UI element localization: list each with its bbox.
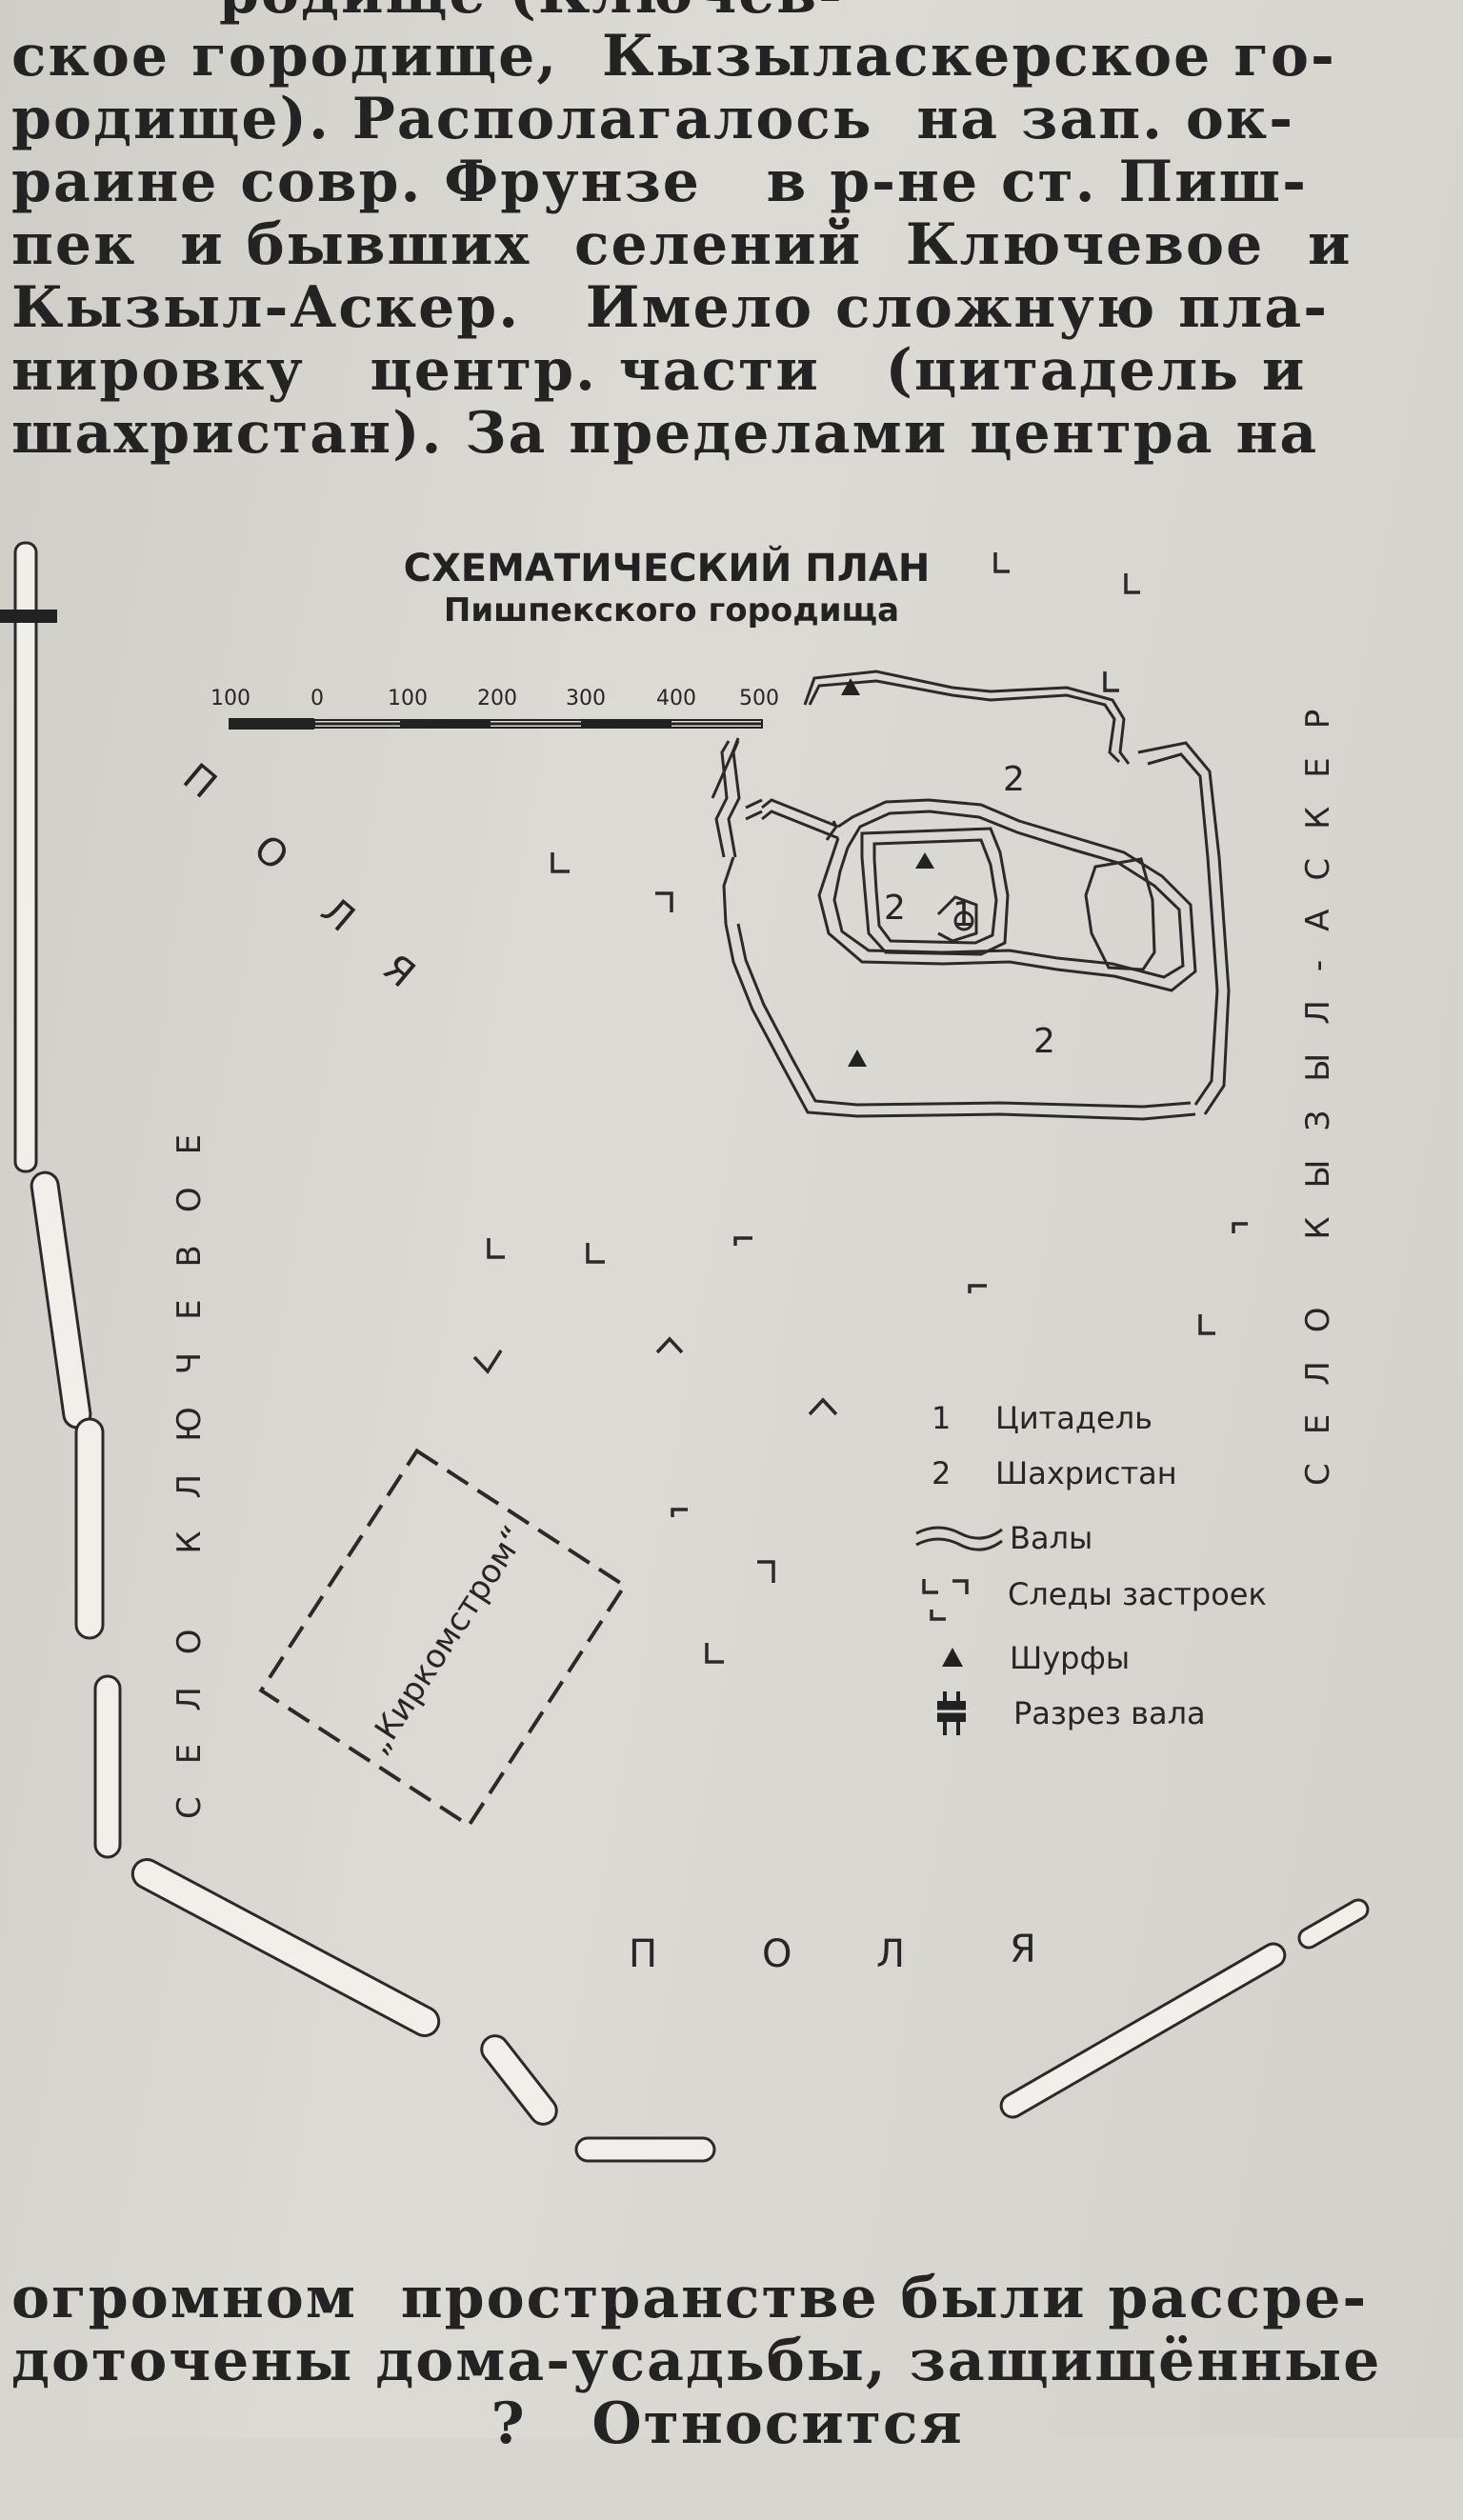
fields-letter: О (246, 827, 297, 879)
fields-letter: П (174, 755, 225, 808)
walls-symbol-icon (915, 1526, 1003, 1551)
village-label-kyzyl-asker: СЕЛО КЫЗЫЛ-АСКЕР (1299, 681, 1337, 1486)
legend-label-shahristan: Шахристан (995, 1455, 1177, 1491)
map-legend: 1 Цитадель 2 Шахристан Валы Следы застро… (915, 1400, 1267, 1735)
ridges-left (30, 1170, 122, 1859)
legend-key: 1 (932, 1400, 951, 1436)
ridges-bottom (130, 1858, 1370, 2163)
legend-label-citadel: Цитадель (995, 1400, 1152, 1436)
text-line: раине совр. Фрунзе в р-не ст. Пиш- (11, 149, 1309, 215)
zone-label-shahristan: 2 (884, 889, 906, 928)
fields-letter: Л (876, 1932, 905, 1976)
scale-label: 0 (311, 687, 324, 710)
map-title: СХЕМАТИЧЕСКИЙ ПЛАН (404, 545, 931, 590)
wall-cut-symbol-icon (933, 1691, 970, 1735)
fields-letter: Я (374, 946, 423, 996)
zone-label-citadel: 1 (952, 895, 974, 934)
fields-letter: О (762, 1932, 792, 1976)
village-label-klyuchevoe: СЕЛО КЛЮЧЕВОЕ (170, 1102, 209, 1819)
text-line: огромном пространстве были рассре- (11, 2265, 1369, 2331)
text-line: шахристан). За пределами центра на (11, 400, 1319, 467)
article-text-bottom: огромном пространстве были рассре- доточ… (0, 2267, 1463, 2518)
article-text-top: родище (Ключев- ское городище, Кызыласке… (0, 0, 1463, 566)
building-traces (472, 552, 1248, 1664)
pit-icon (915, 852, 934, 869)
building-traces-symbol-icon (922, 1579, 969, 1621)
text-line: ? Относится (11, 2390, 964, 2457)
map-subtitle: Пишпекского городища (444, 591, 899, 630)
legend-label-pits: Шурфы (1010, 1640, 1130, 1676)
scale-label: 400 (656, 687, 696, 710)
scale-bar: 100 0 100 200 300 400 500 (210, 687, 779, 730)
legend-key: 2 (932, 1455, 951, 1491)
text-line: Кызыл-Аскер. Имело сложную пла- (11, 274, 1330, 341)
text-line: пек и бывших селений Ключевое и (11, 211, 1353, 278)
fields-label-bottom: П О Л Я (629, 1928, 1036, 1976)
scale-label: 100 (210, 687, 251, 710)
zone-label-shahristan: 2 (1003, 760, 1025, 799)
fields-label-top: П О Л Я (174, 755, 423, 996)
text-line: нировку центр. части (цитадель и (11, 337, 1307, 404)
site-plan-map: СХЕМАТИЧЕСКИЙ ПЛАН Пишпекского городища … (0, 541, 1370, 2163)
text-line: родище (Ключев- (219, 0, 844, 25)
scale-label: 100 (388, 687, 428, 710)
pit-icon (841, 678, 860, 695)
scale-label: 300 (566, 687, 606, 710)
page-background (0, 0, 1463, 2438)
legend-label-building-traces: Следы застроек (1008, 1576, 1267, 1612)
text-line: доточены дома-усадьбы, защищённые (11, 2328, 1382, 2394)
text-line: родище). Располагалось на зап. ок- (11, 86, 1295, 152)
fields-letter: Л (312, 889, 363, 941)
kirkomstrom-label: „Киркомстром“ (358, 1519, 533, 1761)
kirkomstrom-area: „Киркомстром“ (258, 1448, 628, 1829)
fields-letter: П (629, 1932, 657, 1976)
pit-markers (841, 678, 934, 1067)
text-line: ское городище, Кызыласкерское го- (11, 23, 1336, 90)
left-road (0, 541, 57, 1173)
fields-letter: Я (1010, 1928, 1036, 1971)
pit-icon (848, 1050, 867, 1067)
scale-label: 200 (477, 687, 517, 710)
pit-symbol-icon (942, 1648, 963, 1667)
zone-label-shahristan: 2 (1033, 1022, 1055, 1061)
scale-label: 500 (739, 687, 779, 710)
legend-label-wall-cut: Разрез вала (1013, 1695, 1206, 1731)
legend-label-walls: Валы (1010, 1520, 1092, 1556)
